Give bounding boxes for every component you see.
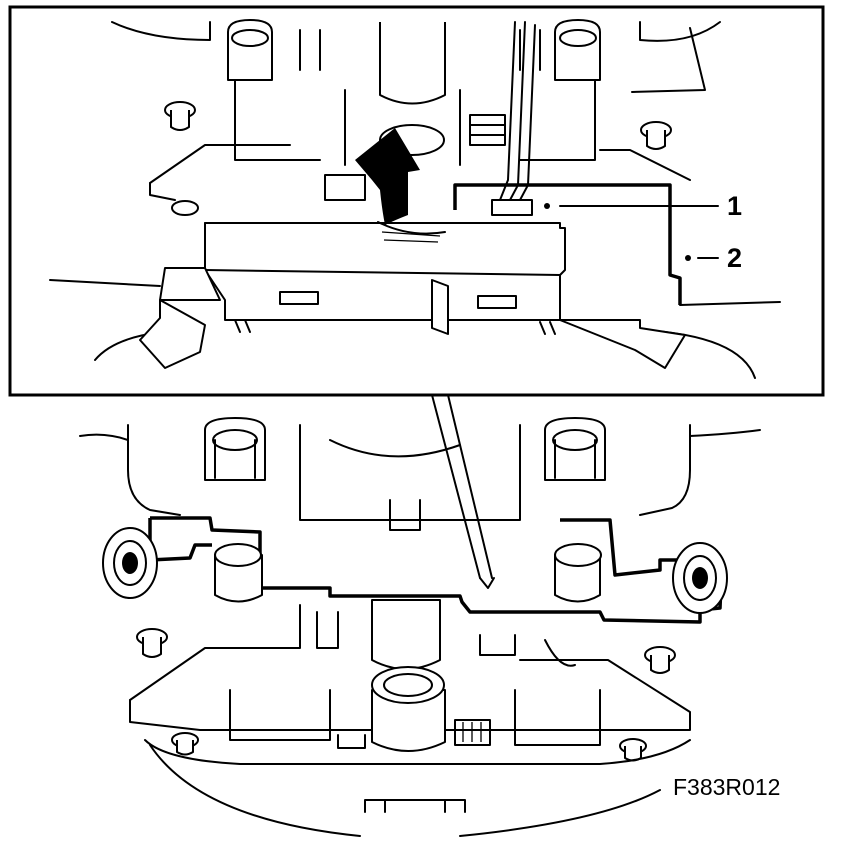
detail-inset: [8, 5, 825, 397]
callout-2: 2: [685, 243, 742, 273]
callout-1-label: 1: [727, 191, 742, 221]
figure-code: F383R012: [673, 774, 780, 800]
callout-2-label: 2: [727, 243, 742, 273]
lower-assembly: [79, 417, 761, 837]
leader-lines: [431, 394, 495, 589]
callout-1: 1: [544, 191, 742, 221]
